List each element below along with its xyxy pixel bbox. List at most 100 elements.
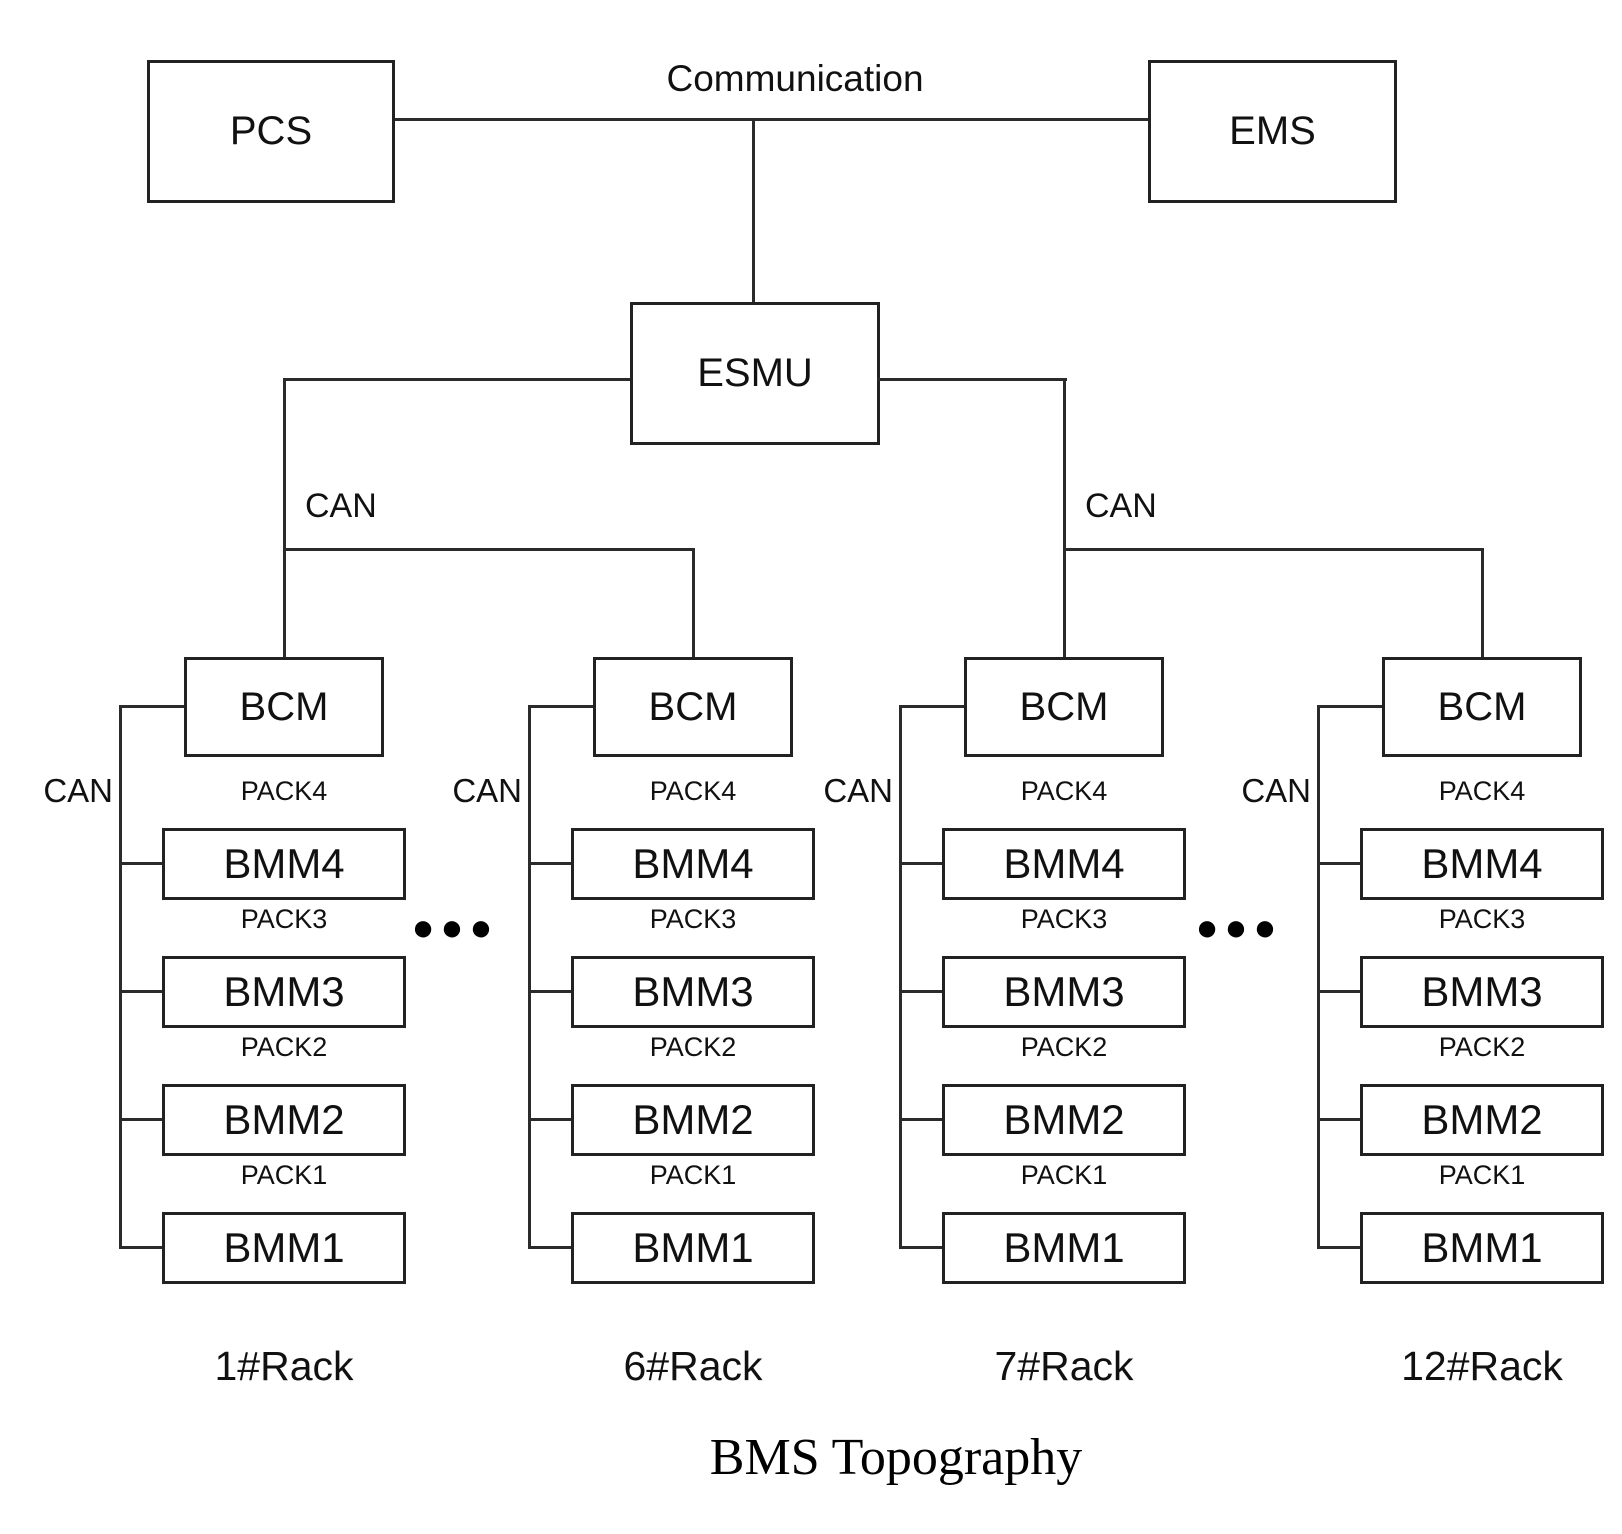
bmm-node: BMM3	[571, 956, 815, 1028]
bmm-node: BMM4	[1360, 828, 1604, 900]
bmm-label: BMM2	[223, 1096, 345, 1143]
pack-label: PACK4	[240, 776, 328, 806]
bmm-label: BMM3	[632, 968, 754, 1015]
bmm-label: BMM2	[1421, 1096, 1543, 1143]
bcm-stub-line	[119, 705, 185, 708]
can-branch-left	[283, 548, 695, 551]
bcm-node: BCM	[964, 657, 1164, 757]
bcm-stub-line	[528, 705, 594, 708]
bmm-node: BMM1	[1360, 1212, 1604, 1284]
bmm3-stub-line	[528, 990, 572, 993]
rack-can-bus-line	[1317, 705, 1320, 1249]
bmm-node: BMM1	[942, 1212, 1186, 1284]
esmu-label: ESMU	[697, 351, 813, 395]
pcs-node: PCS	[147, 60, 395, 203]
bmm4-stub-line	[899, 862, 943, 865]
bmm-node: BMM3	[162, 956, 406, 1028]
bmm-node: BMM2	[1360, 1084, 1604, 1156]
rack-can-label: CAN	[1241, 772, 1311, 809]
bcm-node: BCM	[593, 657, 793, 757]
can-trunk-right-horizontal	[877, 378, 1067, 381]
pack-label: PACK2	[1020, 1032, 1108, 1062]
bcm-node: BCM	[1382, 657, 1582, 757]
pack-label: PACK2	[649, 1032, 737, 1062]
bmm3-stub-line	[1317, 990, 1361, 993]
diagram-title: BMS Topography	[709, 1429, 1083, 1486]
bmm-node: BMM2	[571, 1084, 815, 1156]
can-trunk-left-label: CAN	[305, 487, 377, 525]
rack2-drop-line	[692, 548, 695, 659]
bmm1-stub-line	[1317, 1246, 1361, 1249]
pack-label: PACK1	[649, 1160, 737, 1190]
bmm-label: BMM1	[1421, 1224, 1543, 1271]
bmm-label: BMM2	[632, 1096, 754, 1143]
ellipsis-dots: ●●●	[1195, 907, 1283, 949]
bmm-node: BMM4	[942, 828, 1186, 900]
bmm-label: BMM3	[223, 968, 345, 1015]
bcm-node: BCM	[184, 657, 384, 757]
communication-label: Communication	[666, 58, 924, 99]
bmm-label: BMM4	[1003, 840, 1125, 887]
bmm-node: BMM2	[162, 1084, 406, 1156]
bmm-node: BMM4	[571, 828, 815, 900]
rack-label: 6#Rack	[623, 1343, 763, 1389]
rack-can-bus-line	[528, 705, 531, 1249]
bmm4-stub-line	[119, 862, 163, 865]
pack-label: PACK2	[1438, 1032, 1526, 1062]
bmm1-stub-line	[528, 1246, 572, 1249]
bmm-node: BMM1	[571, 1212, 815, 1284]
bmm-label: BMM2	[1003, 1096, 1125, 1143]
can-trunk-right-vertical	[1063, 378, 1066, 659]
ellipsis-dots: ●●●	[411, 907, 499, 949]
bmm4-stub-line	[1317, 862, 1361, 865]
pcs-label: PCS	[229, 109, 313, 153]
rack-can-bus-line	[899, 705, 902, 1249]
rack-column-2: CAN BCM PACK4 BMM4 PACK3 BMM3 PACK2 BMM2…	[433, 0, 815, 1534]
bmm-node: BMM4	[162, 828, 406, 900]
bmm-label: BMM3	[1421, 968, 1543, 1015]
bmm1-stub-line	[899, 1246, 943, 1249]
bmm-node: BMM2	[942, 1084, 1186, 1156]
bmm-node: BMM3	[1360, 956, 1604, 1028]
rack-column-1: CAN BCM PACK4 BMM4 PACK3 BMM3 PACK2 BMM2…	[24, 0, 406, 1534]
esmu-feed-line	[752, 118, 755, 304]
bmm4-stub-line	[528, 862, 572, 865]
bmm-label: BMM4	[1421, 840, 1543, 887]
bmm2-stub-line	[528, 1118, 572, 1121]
communication-line	[395, 118, 1148, 121]
bmm2-stub-line	[119, 1118, 163, 1121]
esmu-node: ESMU	[630, 302, 880, 445]
pack-label: PACK4	[1020, 776, 1108, 806]
bmm-label: BMM4	[632, 840, 754, 887]
pack-label: PACK2	[240, 1032, 328, 1062]
pack-label: PACK1	[1438, 1160, 1526, 1190]
can-trunk-left-vertical	[283, 378, 286, 659]
bmm2-stub-line	[899, 1118, 943, 1121]
rack-can-label: CAN	[43, 772, 113, 809]
pack-label: PACK4	[649, 776, 737, 806]
rack-column-3: CAN BCM PACK4 BMM4 PACK3 BMM3 PACK2 BMM2…	[804, 0, 1186, 1534]
rack-column-4: CAN BCM PACK4 BMM4 PACK3 BMM3 PACK2 BMM2…	[1222, 0, 1604, 1534]
rack-label: 12#Rack	[1401, 1343, 1563, 1389]
bmm-label: BMM1	[632, 1224, 754, 1271]
pack-label: PACK3	[1020, 904, 1108, 934]
rack-label: 7#Rack	[994, 1343, 1134, 1389]
pack-label: PACK1	[240, 1160, 328, 1190]
can-branch-right	[1063, 548, 1484, 551]
bmm2-stub-line	[1317, 1118, 1361, 1121]
bmm-node: BMM1	[162, 1212, 406, 1284]
rack-can-label: CAN	[823, 772, 893, 809]
pack-label: PACK4	[1438, 776, 1526, 806]
can-trunk-left-horizontal	[283, 378, 630, 381]
bcm-stub-line	[1317, 705, 1383, 708]
bmm3-stub-line	[119, 990, 163, 993]
bcm-label: BCM	[1437, 684, 1527, 729]
can-trunk-right-label: CAN	[1085, 487, 1157, 525]
bmm-label: BMM1	[223, 1224, 345, 1271]
bmm-label: BMM4	[223, 840, 345, 887]
ems-label: EMS	[1229, 109, 1316, 153]
rack4-drop-line	[1481, 548, 1484, 659]
pack-label: PACK1	[1020, 1160, 1108, 1190]
rack-can-bus-line	[119, 705, 122, 1249]
bmm3-stub-line	[899, 990, 943, 993]
